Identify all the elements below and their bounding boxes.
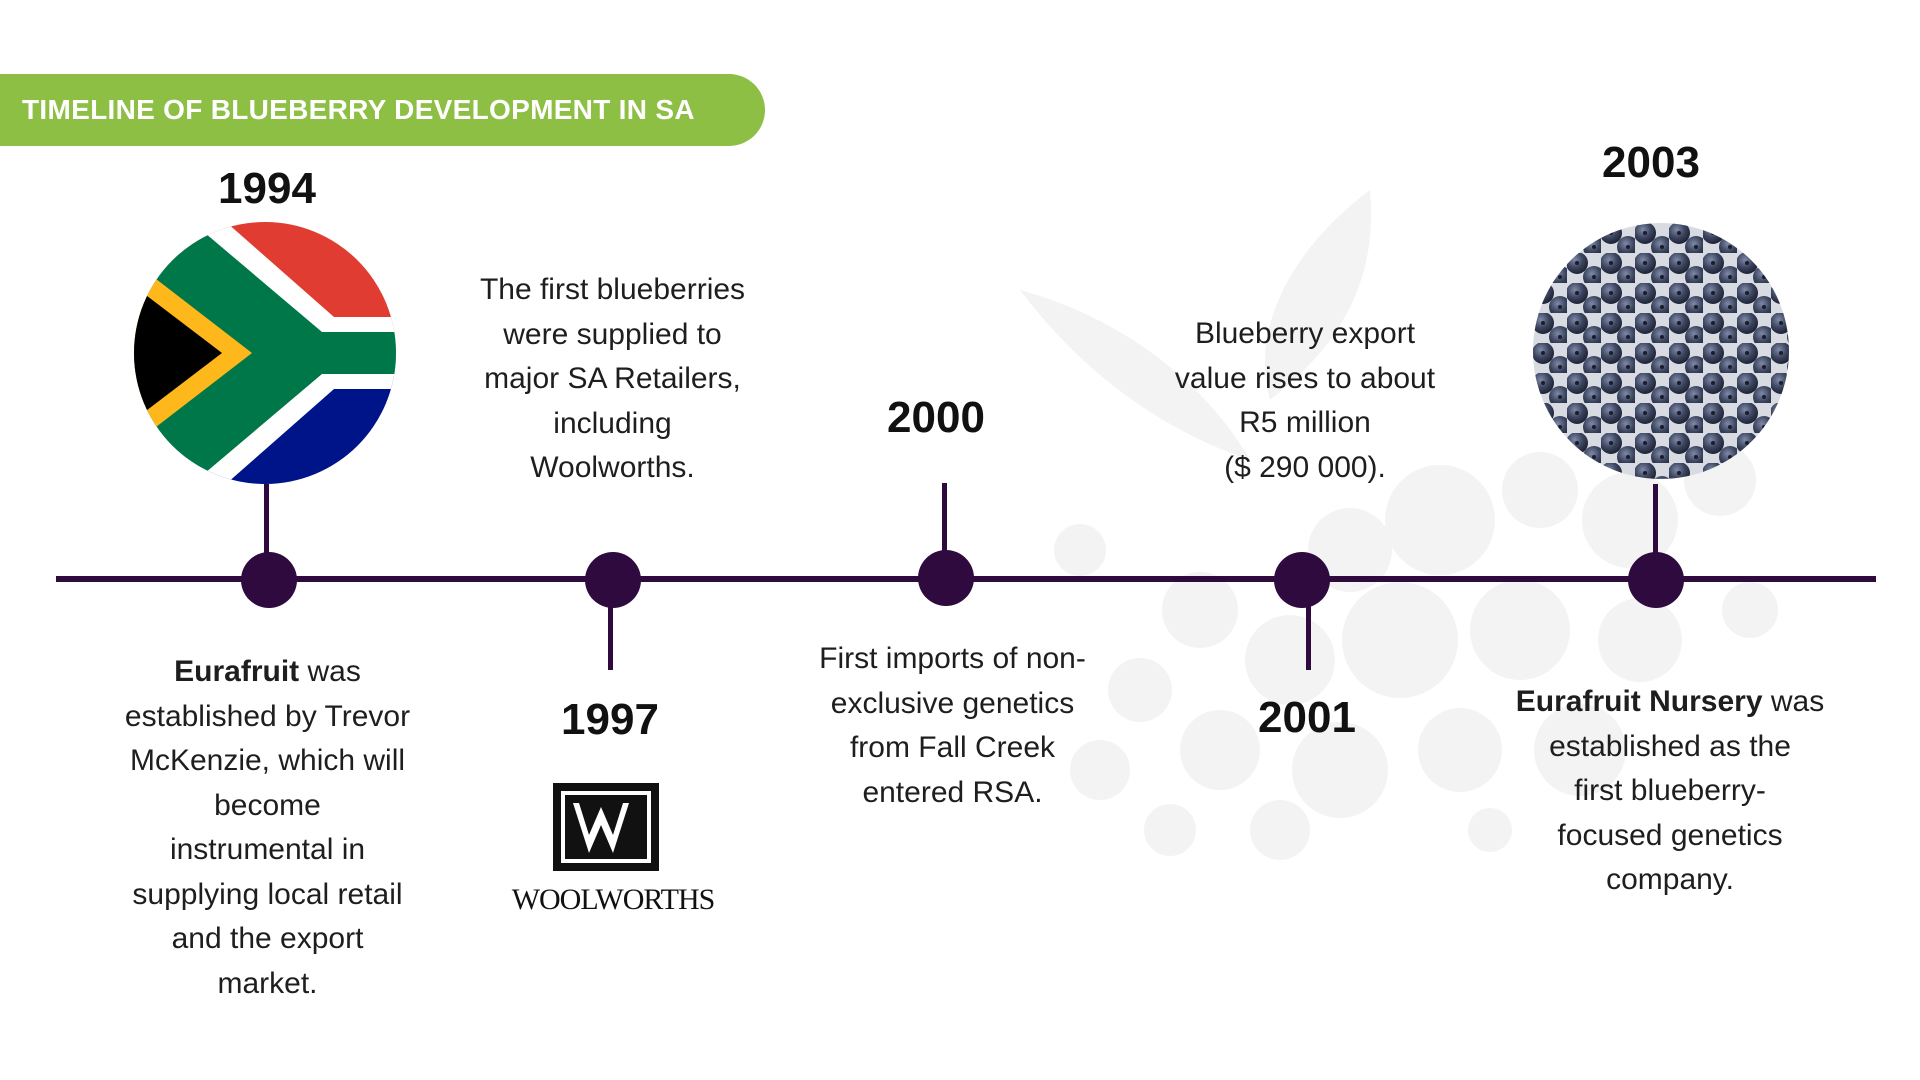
year-2001: 2001 (1258, 693, 1356, 742)
woolworths-logo-text: WOOLWORTHS (511, 883, 716, 916)
description-2001: Blueberry export value rises to about R5… (1174, 317, 1436, 484)
timeline-dot-1994 (241, 552, 297, 608)
eurafruit-nursery-bold: Eurafruit Nursery (1515, 685, 1763, 718)
timeline-title-banner: TIMELINE OF BLUEBERRY DEVELOPMENT IN SA (0, 74, 765, 146)
background-berry-decoration (1020, 190, 1778, 860)
stem-2000 (942, 483, 947, 558)
stem-1994 (264, 484, 269, 580)
woolworths-logo: WOOLWORTHS (503, 783, 723, 933)
description-2000: First imports of non- exclusive genetics… (819, 642, 1086, 809)
stem-2003 (1653, 484, 1658, 559)
description-1994: Eurafruit was established by Trevor McKe… (124, 655, 411, 1000)
timeline-dot-2003 (1628, 552, 1684, 608)
blueberries-photo (1533, 223, 1789, 479)
timeline-dot-1997 (585, 552, 641, 608)
stem-1997 (608, 580, 613, 670)
description-2003: Eurafruit Nursery was established as the… (1515, 685, 1825, 896)
south-africa-flag-icon (134, 222, 396, 484)
year-2003: 2003 (1602, 138, 1700, 187)
timeline-dot-2000 (918, 550, 974, 606)
stem-2001 (1306, 578, 1311, 670)
year-2000: 2000 (887, 393, 985, 442)
timeline-title: TIMELINE OF BLUEBERRY DEVELOPMENT IN SA (22, 94, 695, 125)
eurafruit-bold: Eurafruit (174, 655, 300, 688)
year-1997: 1997 (561, 695, 659, 744)
timeline-dot-2001 (1274, 552, 1330, 608)
year-1994: 1994 (218, 164, 316, 213)
description-1997: The first blueberries were supplied to m… (479, 273, 746, 484)
